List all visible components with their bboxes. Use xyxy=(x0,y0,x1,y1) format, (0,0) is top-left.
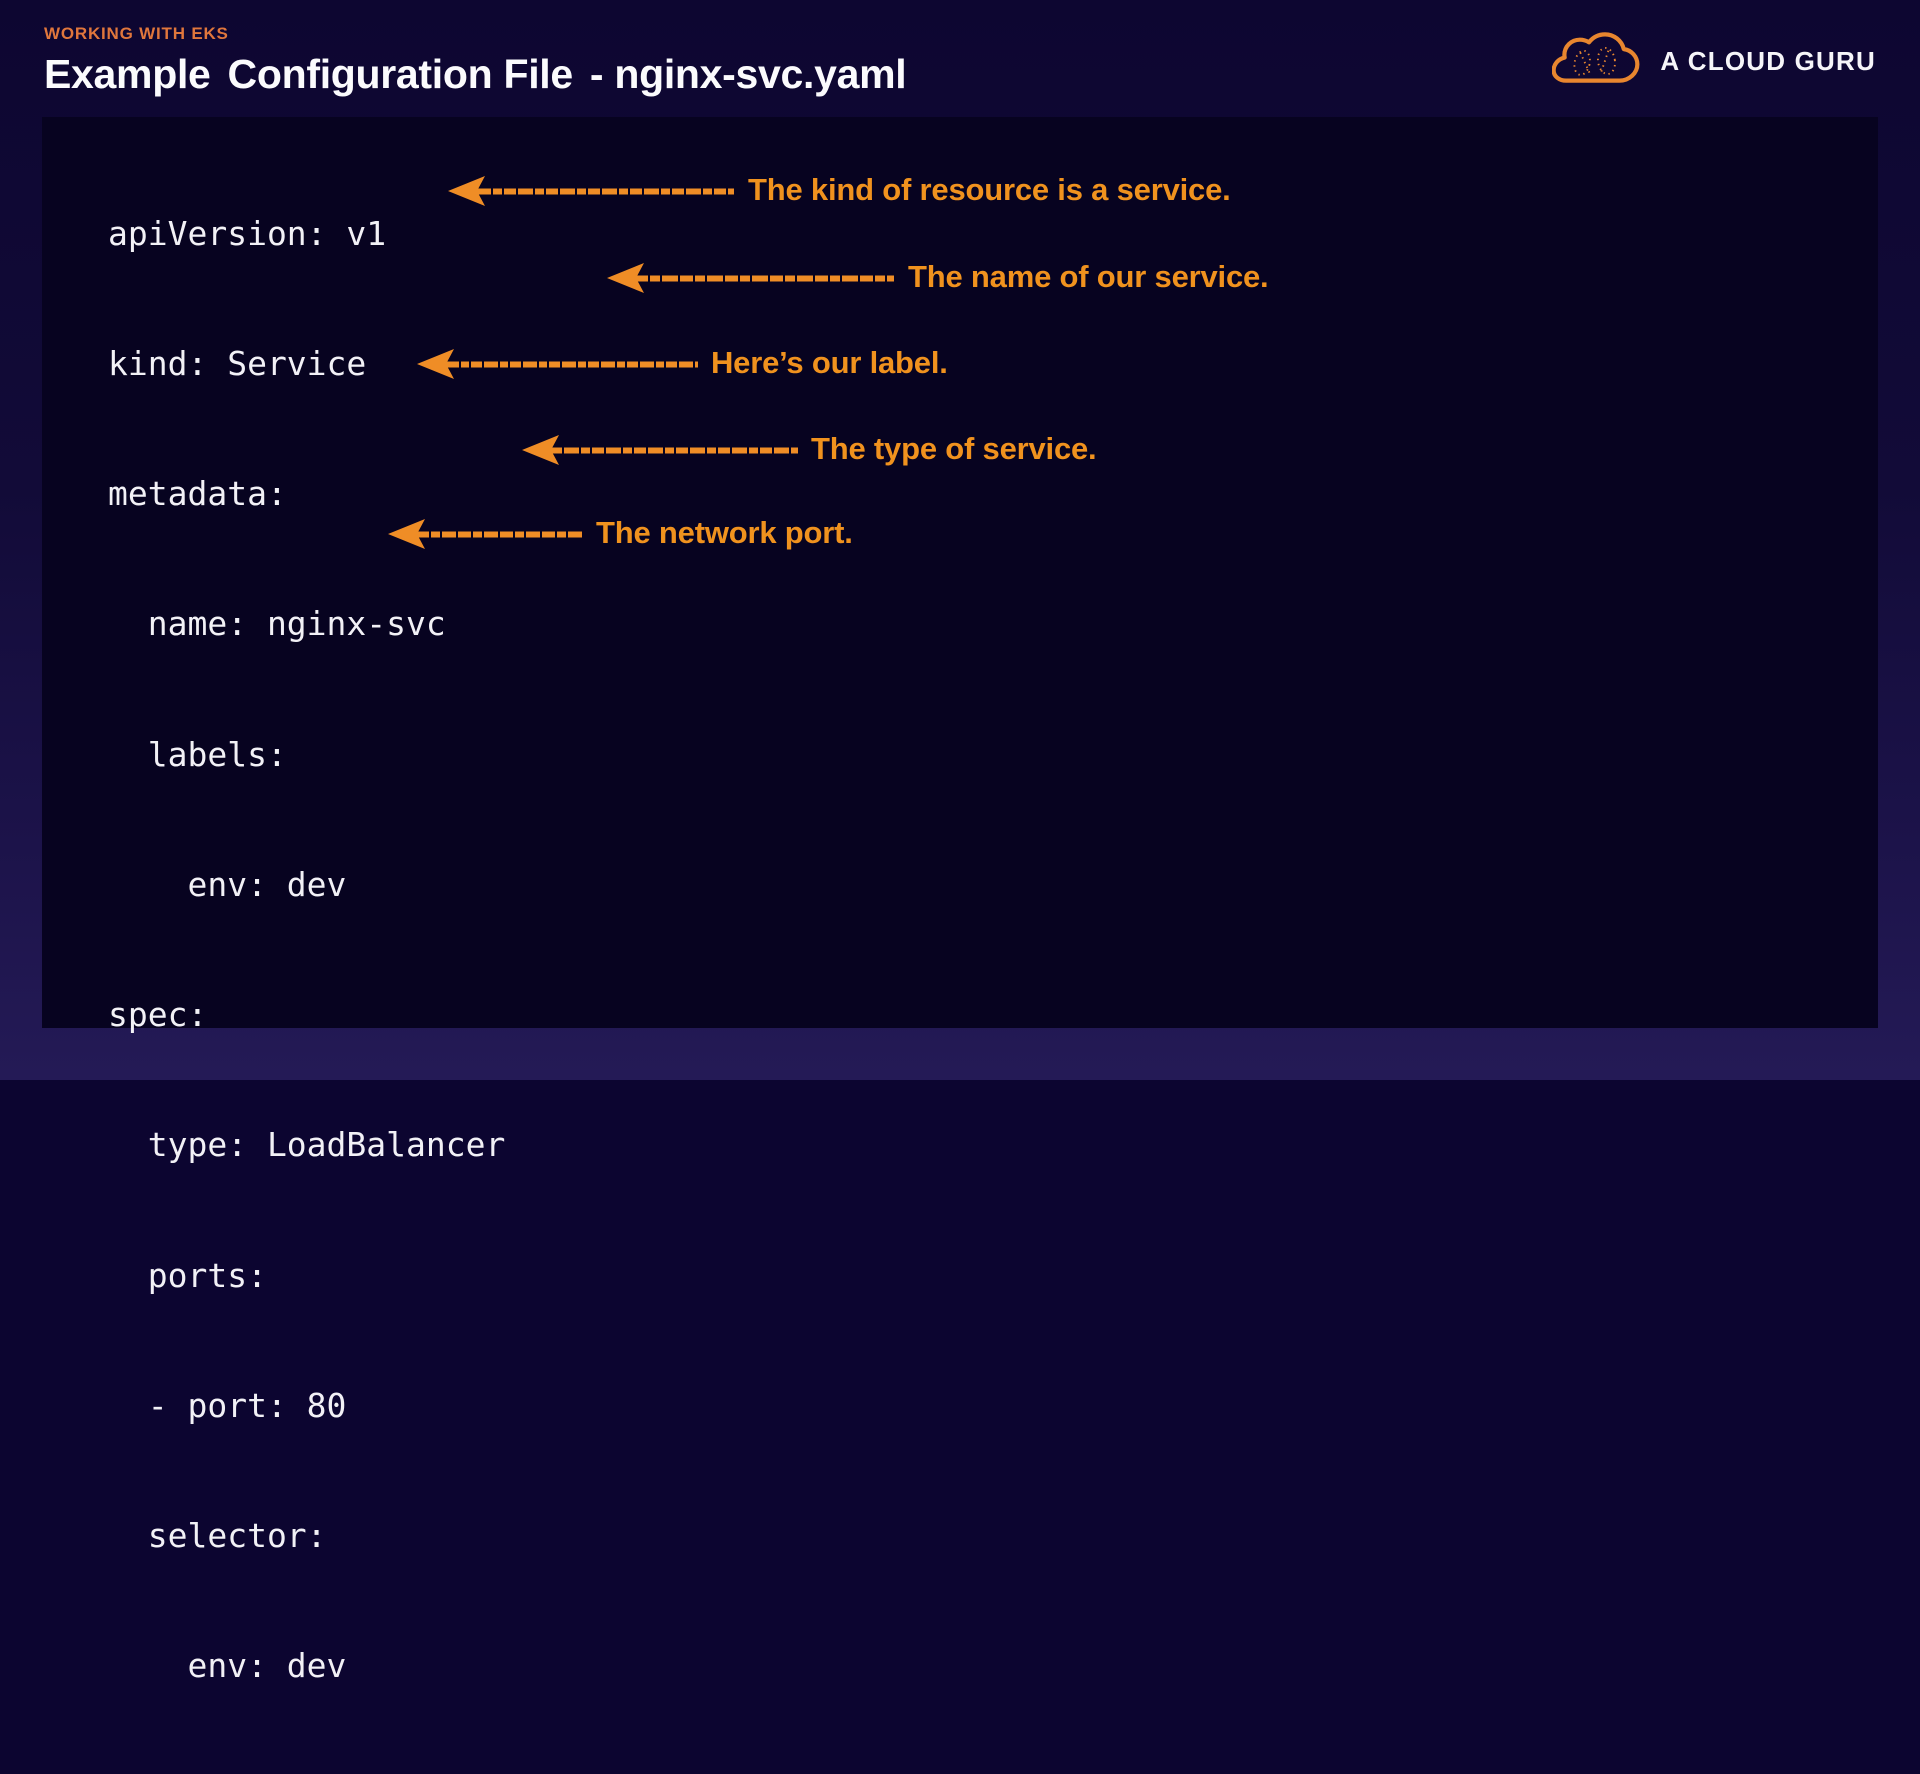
arrow-left-icon xyxy=(448,176,734,206)
annotation-type: The type of service. xyxy=(522,431,1097,467)
annotation-port: The network port. xyxy=(388,515,853,551)
page-title-part: - nginx-svc.yaml xyxy=(589,51,907,97)
annotation-label-env: Here’s our label. xyxy=(417,345,948,381)
page-title-part: Configuration File xyxy=(227,51,574,97)
slide-header: WORKING WITH EKS Example Configuration F… xyxy=(44,24,1876,98)
code-line: env: dev xyxy=(108,1646,347,1686)
arrow-left-icon xyxy=(522,435,798,465)
course-eyebrow: WORKING WITH EKS xyxy=(44,24,229,43)
code-line: kind: Service xyxy=(108,344,367,384)
code-line: type: LoadBalancer xyxy=(108,1125,506,1165)
cloud-logo-icon xyxy=(1552,32,1640,83)
arrow-left-icon xyxy=(417,349,698,379)
code-line: metadata: xyxy=(108,474,287,514)
page-title-part: Example xyxy=(44,51,211,97)
acg-brand: A CLOUD GURU xyxy=(1552,32,1876,90)
annotation-label: The name of our service. xyxy=(908,259,1269,294)
annotation-label: The network port. xyxy=(596,515,853,550)
annotation-label: The kind of resource is a service. xyxy=(748,172,1231,207)
header-titles: WORKING WITH EKS Example Configuration F… xyxy=(44,24,907,98)
annotation-label: The type of service. xyxy=(811,431,1097,466)
code-line: name: nginx-svc xyxy=(108,604,446,644)
code-line: env: dev xyxy=(108,864,347,904)
page-title: Example Configuration File - nginx-svc.y… xyxy=(44,51,907,98)
code-line: apiVersion: v1 xyxy=(108,213,387,253)
brand-name: A CLOUD GURU xyxy=(1660,45,1876,76)
code-line: spec: xyxy=(108,995,208,1035)
arrow-left-icon xyxy=(388,519,583,549)
slide: WORKING WITH EKS Example Configuration F… xyxy=(0,0,1920,1685)
arrow-left-icon xyxy=(607,263,894,293)
code-panel: apiVersion: v1 kind: Service metadata: n… xyxy=(42,117,1878,1685)
annotation-name: The name of our service. xyxy=(607,259,1269,295)
code-line: selector: xyxy=(108,1516,327,1555)
annotation-label: Here’s our label. xyxy=(711,345,948,380)
code-line: labels: xyxy=(108,734,287,774)
code-line: - port: 80 xyxy=(108,1385,347,1425)
code-line: ports: xyxy=(108,1255,267,1295)
annotation-kind: The kind of resource is a service. xyxy=(448,172,1231,208)
